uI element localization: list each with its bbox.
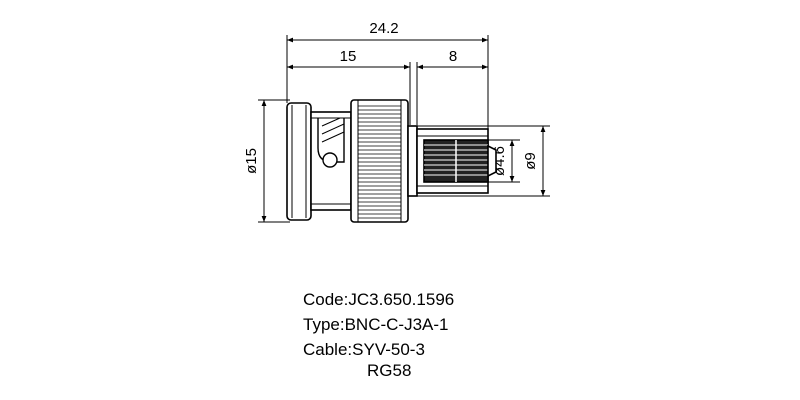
bnc-connector [286,99,497,223]
rear-body [407,125,418,197]
spec-cable-alt: RG58 [367,361,412,380]
dim-overall-length: 24.2 [369,20,398,37]
knurl-pattern [358,105,401,219]
dim-body-diameter: ø15 [243,148,260,174]
extension-lines [258,35,550,223]
spec-code: Code:JC3.650.1596 [303,290,455,309]
front-flange [286,102,312,221]
dim-crimp-diameter: ø9 [522,152,539,170]
dim-body-length: 15 [340,48,357,65]
spec-type: Type:BNC-C-J3A-1 [303,315,449,334]
dimension-lines [261,37,546,222]
cable-tip [487,144,497,178]
dim-crimp-length: 8 [449,48,457,65]
ferrule-knurl-pattern [424,140,488,182]
bayonet-pin [322,152,338,168]
spec-cable: Cable:SYV-50-3 [303,340,425,359]
